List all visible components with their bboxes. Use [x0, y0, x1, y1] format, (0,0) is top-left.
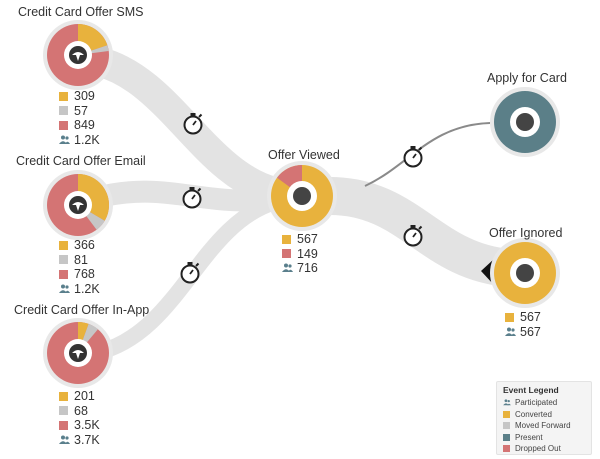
converted-count: 366 [74, 238, 95, 252]
people-icon [503, 399, 511, 406]
people-icon [59, 284, 70, 293]
dropped-out-swatch [503, 445, 510, 453]
legend-item-participated: Participated [503, 397, 591, 409]
legend-item-moved-forward: Moved Forward [503, 420, 591, 432]
converted-count: 309 [74, 89, 95, 103]
node-title-email: Credit Card Offer Email [16, 154, 146, 168]
moved-forward-swatch [503, 422, 510, 430]
converted-swatch [505, 312, 514, 322]
dropped-out-swatch [59, 269, 68, 279]
legend-item-dropped-out: Dropped Out [503, 443, 591, 455]
node-title-apply: Apply for Card [487, 71, 567, 85]
dropped-out-count: 849 [74, 118, 95, 132]
converted-count: 201 [74, 389, 95, 403]
moved-forward-swatch [59, 406, 68, 416]
moved-forward-count: 57 [74, 103, 88, 118]
stats-email: 366 81 768 1.2K [59, 238, 100, 296]
dropped-out-count: 768 [74, 267, 95, 281]
moved-forward-swatch [59, 106, 68, 116]
legend-label: Converted [515, 409, 552, 419]
legend-item-present: Present [503, 432, 591, 444]
participated-count: 1.2K [74, 132, 100, 147]
flow-viewed-to-ignored [329, 177, 513, 287]
people-icon [505, 327, 516, 336]
participated-count: 1.2K [74, 281, 100, 296]
stats-ignored: 567 567 [505, 310, 541, 339]
node-title-viewed: Offer Viewed [268, 148, 340, 162]
legend-item-converted: Converted [503, 409, 591, 421]
people-icon [59, 435, 70, 444]
node-offer-ignored[interactable] [490, 238, 560, 308]
node-title-ignored: Offer Ignored [489, 226, 563, 240]
moved-forward-swatch [59, 255, 68, 265]
dropped-out-swatch [59, 420, 68, 430]
participated-count: 3.7K [74, 432, 100, 447]
node-credit-card-offer-sms[interactable] [43, 20, 113, 90]
converted-count: 567 [520, 310, 541, 324]
stats-viewed: 567 149 716 [282, 232, 318, 276]
converted-swatch [59, 391, 68, 401]
participated-count: 567 [520, 324, 541, 339]
converted-swatch [282, 234, 291, 244]
people-icon [282, 263, 293, 273]
legend-label: Moved Forward [515, 421, 571, 431]
legend-title: Event Legend [503, 385, 559, 395]
moved-forward-count: 81 [74, 252, 88, 267]
converted-count: 567 [297, 232, 318, 246]
node-credit-card-offer-email[interactable] [43, 170, 113, 240]
node-offer-viewed[interactable] [267, 161, 337, 231]
moved-forward-count: 68 [74, 403, 88, 418]
stopwatch-icon[interactable] [180, 261, 200, 284]
dropped-out-swatch [282, 249, 291, 259]
dropped-out-count: 149 [297, 246, 318, 261]
node-title-sms: Credit Card Offer SMS [18, 5, 144, 19]
legend-label: Dropped Out [515, 444, 561, 454]
event-legend: Event Legend Participated Converted Move… [496, 381, 592, 455]
dropped-out-swatch [59, 120, 68, 130]
node-title-inapp: Credit Card Offer In-App [14, 303, 150, 317]
legend-label: Present [515, 432, 543, 442]
stopwatch-icon[interactable] [403, 145, 423, 168]
legend-label: Participated [515, 398, 558, 408]
present-swatch [503, 433, 510, 441]
node-credit-card-offer-in-app[interactable] [43, 318, 113, 388]
converted-swatch [59, 240, 68, 250]
dropped-out-count: 3.5K [74, 418, 100, 432]
stats-sms: 309 57 849 1.2K [59, 89, 100, 147]
stats-inapp: 201 68 3.5K 3.7K [59, 389, 100, 447]
converted-swatch [59, 91, 68, 101]
participated-count: 716 [297, 261, 318, 275]
people-icon [59, 135, 70, 144]
node-apply-for-card[interactable] [490, 87, 560, 157]
flow-viewed-to-apply [364, 122, 491, 187]
converted-swatch [503, 410, 510, 418]
